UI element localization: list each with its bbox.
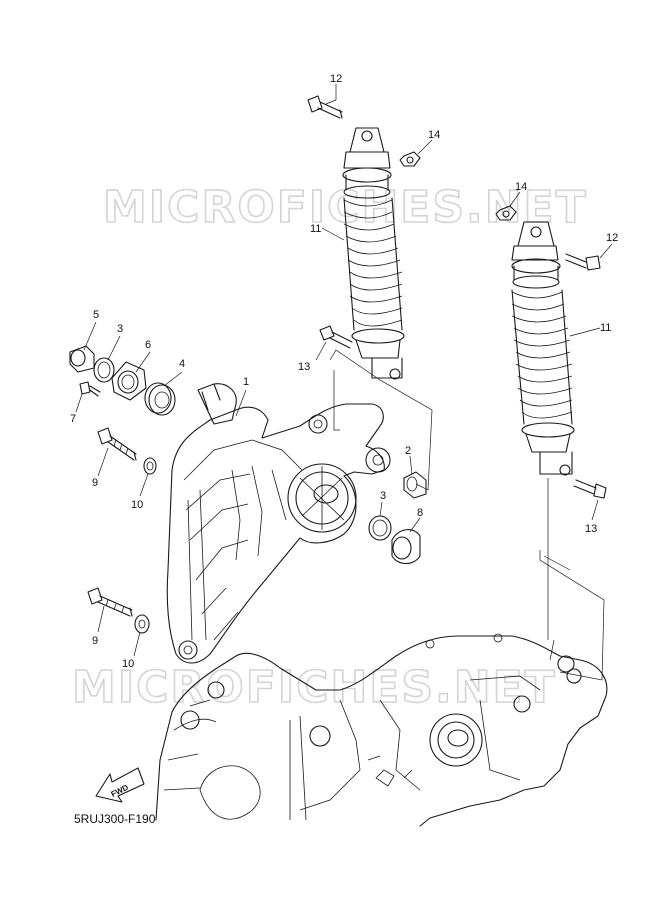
callout-3-right: 3 (380, 490, 386, 502)
seal-3-right[interactable] (368, 515, 392, 541)
nut-14-left[interactable] (399, 151, 421, 167)
diagram-code: 5RUJ300-F190 (74, 812, 156, 826)
callout-5: 5 (93, 309, 99, 321)
callout-14-right: 14 (515, 181, 527, 193)
bolt-13-right[interactable] (573, 479, 607, 499)
seal-3-left[interactable] (93, 357, 115, 383)
bolt-9-lower[interactable] (87, 587, 133, 617)
fwd-arrow-icon: FWD (95, 767, 145, 803)
callout-2: 2 (405, 445, 411, 457)
callout-14-left: 14 (428, 129, 440, 141)
collar-5[interactable] (69, 345, 95, 373)
washer-10-upper[interactable] (143, 457, 157, 475)
callout-10-upper: 10 (131, 499, 143, 511)
callout-7: 7 (70, 413, 76, 425)
bolt-12-left[interactable] (307, 95, 343, 119)
callout-4: 4 (179, 358, 185, 370)
callout-11-right: 11 (600, 322, 611, 334)
callout-8: 8 (417, 507, 423, 519)
callout-9-upper: 9 (92, 477, 98, 489)
rear-arm-bracket[interactable] (166, 383, 391, 664)
bolt-12-right[interactable] (565, 253, 601, 271)
watermark-bottom: MICROFICHES.NET (72, 662, 557, 713)
bushing-8[interactable] (391, 529, 421, 565)
callout-13-right: 13 (585, 523, 597, 535)
callout-10-lower: 10 (122, 658, 134, 670)
callout-12-left: 12 (330, 73, 342, 85)
callout-13-left: 13 (298, 361, 310, 373)
leader-lines (75, 84, 613, 657)
bearing-4[interactable] (144, 382, 176, 416)
fwd-label: FWD (109, 783, 130, 799)
washer-10-lower[interactable] (134, 614, 150, 634)
bushing-2[interactable] (403, 471, 427, 499)
callout-11-left: 11 (310, 223, 321, 235)
bolt-13-left[interactable] (319, 325, 353, 349)
plate-6[interactable] (111, 361, 147, 401)
callout-6: 6 (145, 339, 151, 351)
crankcase-outline (155, 633, 608, 827)
callout-1: 1 (243, 376, 249, 388)
shock-absorber-left[interactable] (342, 127, 405, 380)
callout-3-left: 3 (117, 323, 123, 335)
bolt-9-upper[interactable] (97, 427, 137, 461)
shock-absorber-right[interactable] (511, 221, 575, 476)
callout-12-right: 12 (606, 232, 618, 244)
screw-7[interactable] (79, 381, 101, 397)
callout-9-lower: 9 (92, 635, 98, 647)
